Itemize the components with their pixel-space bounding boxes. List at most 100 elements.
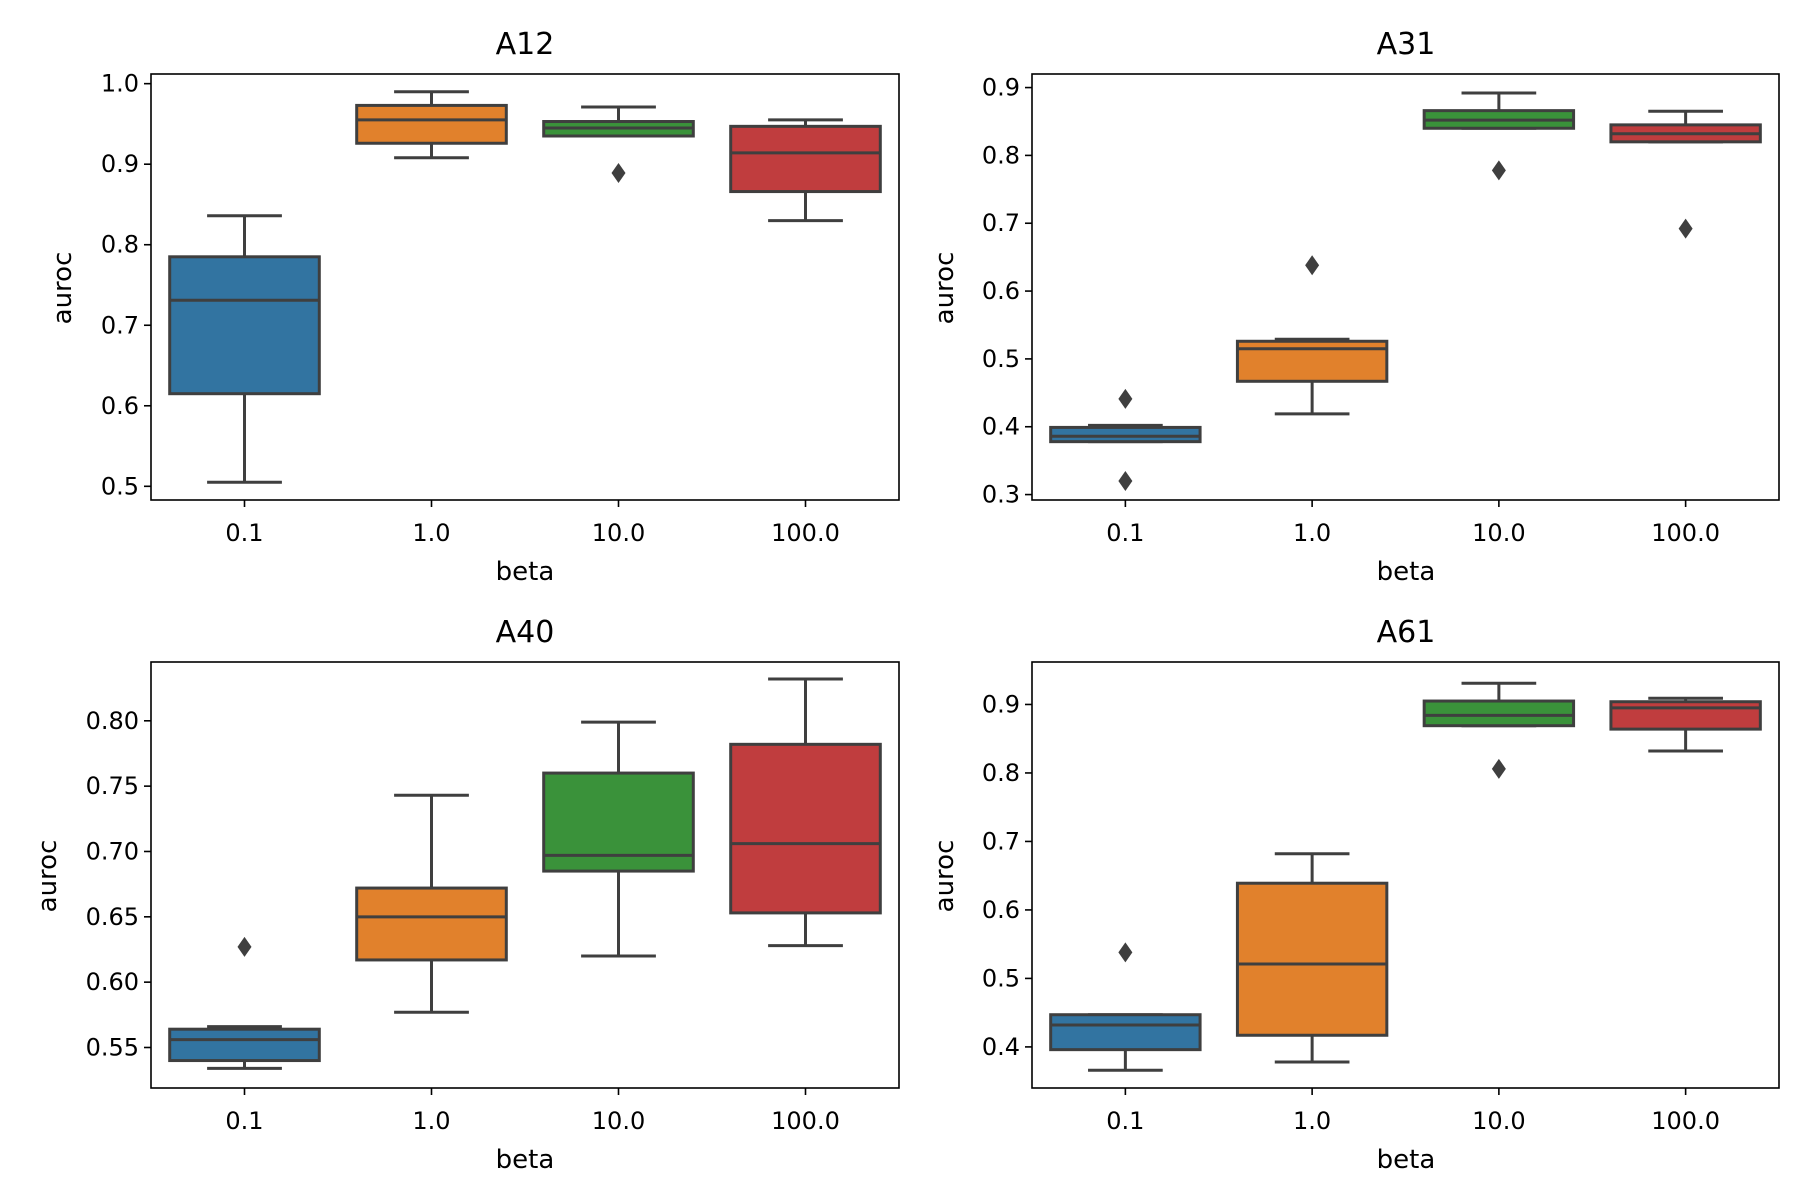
iqr-box [355,103,508,145]
y-tick-label: 0.5 [101,472,139,500]
y-tick-label: 0.70 [86,837,139,865]
subplot-title: A12 [496,27,555,62]
y-tick-label: 0.7 [982,209,1020,237]
y-tick-label: 0.6 [982,896,1020,924]
box-10.0 [542,720,695,958]
box-100.0 [729,118,882,223]
y-tick-label: 1.0 [101,70,139,98]
axes-frame [1031,73,1780,501]
iqr-box [1235,881,1389,1037]
box-100.0 [729,677,882,948]
x-tick-label: 0.1 [1106,519,1144,547]
box-1.0 [355,793,508,1014]
outlier-point [1118,388,1133,409]
x-axis-label: beta [496,557,555,587]
x-tick-label: 10.0 [592,519,645,547]
outlier-point [1118,942,1133,963]
box-100.0 [1609,109,1762,239]
x-tick-label: 100.0 [771,519,840,547]
box-0.1 [168,214,321,484]
box-100.0 [1609,696,1762,753]
y-tick-label: 0.4 [982,413,1020,441]
y-tick-label: 0.9 [982,690,1020,718]
outlier-point [1305,255,1320,276]
box-0.1 [1049,388,1202,492]
box-10.0 [1422,681,1576,779]
x-tick-label: 0.1 [225,519,263,547]
iqr-box [168,1027,321,1063]
box-1.0 [1235,852,1389,1064]
y-tick-label: 0.7 [982,827,1020,855]
y-tick-label: 0.6 [982,277,1020,305]
plot-area: 0.4 0.5 0.6 0.7 0.8 0.9 0.1 1.0 10.0 100.0 [982,661,1780,1135]
y-tick-label: 0.4 [982,1033,1020,1061]
outlier-point [1491,758,1506,779]
y-tick-label: 0.55 [86,1033,139,1061]
y-tick-label: 0.9 [982,74,1020,102]
x-tick-label: 1.0 [412,1107,450,1135]
x-tick-label: 10.0 [1472,519,1525,547]
y-tick-label: 0.8 [982,759,1020,787]
y-tick-label: 0.7 [101,311,139,339]
outlier-point [237,936,252,957]
subplot-a40: A40 beta auroc 0.550.600.650.700.750.800… [33,615,900,1175]
x-axis-label: beta [1377,557,1436,587]
outlier-point [611,163,626,184]
plot-area: 0.5 0.6 0.7 0.8 0.9 1.0 0.1 1.0 10.0 100.0 [101,70,900,547]
x-tick-label: 0.1 [225,1107,263,1135]
x-axis-label: beta [1377,1145,1436,1175]
box-0.1 [168,936,321,1070]
box-1.0 [355,90,508,160]
x-tick-label: 100.0 [771,1107,840,1135]
subplot-a31: A31 beta auroc 0.3 0.4 0.5 0.6 0.7 0.8 0.9 0.1 1… [930,27,1780,587]
x-tick-label: 1.0 [1293,1107,1331,1135]
y-tick-label: 0.80 [86,707,139,735]
iqr-box [168,255,321,396]
subplot-title: A31 [1377,27,1436,62]
axes-frame [150,661,900,1089]
x-tick-label: 100.0 [1651,1107,1720,1135]
x-tick-label: 100.0 [1651,519,1720,547]
plot-area: 0.55 0.60 0.65 0.70 0.75 0.80 0.1 1.0 10.0 100.0 [86,661,900,1135]
subplot-a61: A61 beta auroc 0.4 0.5 0.6 0.7 0.8 0.9 0.1 1.0 1… [930,615,1780,1175]
x-tick-label: 0.1 [1106,1107,1144,1135]
subplot-a12: A12 beta auroc 0.5 0.6 0.7 0.8 0.9 1.0 0.1 1.0 1… [48,27,900,587]
x-tick-label: 1.0 [412,519,450,547]
box-10.0 [1422,91,1576,181]
y-tick-label: 0.5 [982,345,1020,373]
iqr-box [729,742,882,915]
x-tick-label: 10.0 [592,1107,645,1135]
y-tick-label: 0.9 [101,150,139,178]
y-axis-label: auroc [930,840,960,913]
axes-frame [1031,661,1780,1089]
subplot-title: A61 [1377,615,1436,650]
y-tick-label: 0.6 [101,392,139,420]
axes-frame [150,73,900,501]
iqr-box [1049,1013,1202,1052]
y-tick-label: 0.60 [86,968,139,996]
y-tick-label: 0.5 [982,964,1020,992]
box-10.0 [542,105,695,184]
x-axis-label: beta [496,1145,555,1175]
outlier-point [1491,160,1506,181]
iqr-box [1422,699,1576,728]
y-tick-label: 0.65 [86,903,139,931]
box-0.1 [1049,942,1202,1072]
iqr-box [1609,700,1762,731]
x-tick-label: 10.0 [1472,1107,1525,1135]
iqr-box [1049,425,1202,444]
iqr-box [355,886,508,962]
outlier-point [1118,471,1133,492]
iqr-box [729,124,882,194]
x-tick-label: 1.0 [1293,519,1331,547]
outlier-point [1678,218,1693,239]
y-tick-label: 0.8 [101,231,139,259]
plot-area: 0.3 0.4 0.5 0.6 0.7 0.8 0.9 0.1 1.0 10.0 100.0 [982,73,1780,547]
y-axis-label: auroc [33,840,63,913]
y-axis-label: auroc [930,252,960,325]
y-axis-label: auroc [48,252,78,325]
y-tick-label: 0.3 [982,481,1020,509]
subplot-title: A40 [496,615,555,650]
y-tick-label: 0.75 [86,772,139,800]
y-tick-label: 0.8 [982,141,1020,169]
